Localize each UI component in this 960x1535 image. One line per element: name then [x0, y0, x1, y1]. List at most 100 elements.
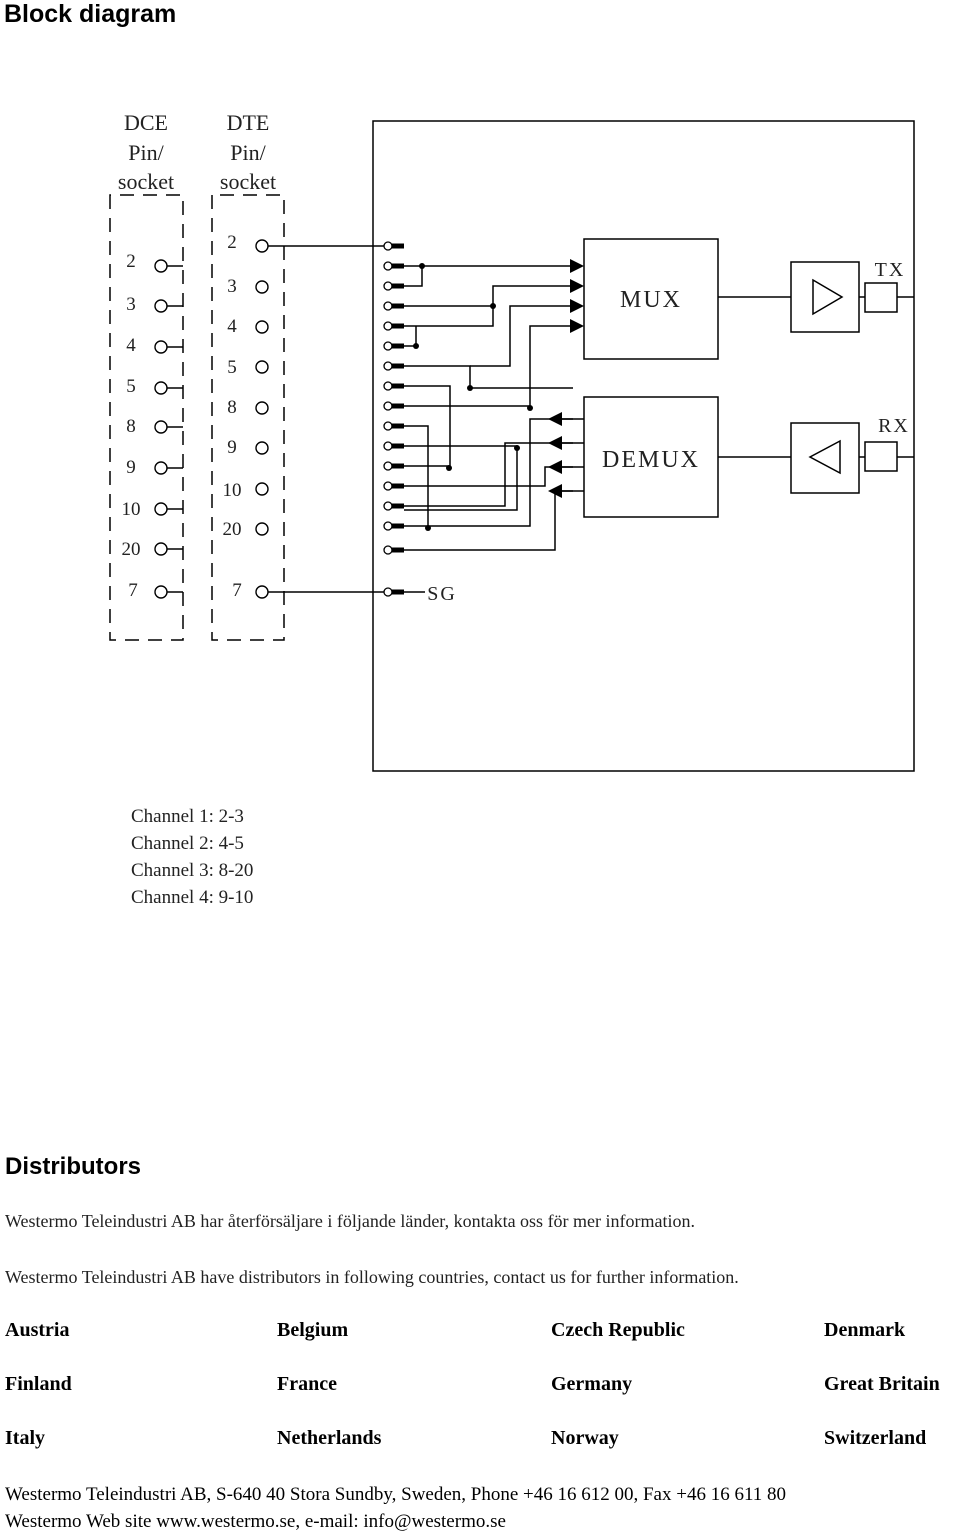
country-cell: Norway [551, 1427, 619, 1449]
junction-dot [527, 405, 533, 411]
terminal-tab [392, 243, 404, 249]
dte-pin-label: 8 [227, 397, 237, 418]
wire [404, 442, 573, 507]
mux-label: MUX [620, 287, 682, 313]
terminal-tab [392, 323, 404, 329]
wire [404, 325, 573, 407]
country-cell: Switzerland [824, 1427, 927, 1449]
country-cell: Finland [5, 1373, 72, 1395]
junction-dot [446, 465, 452, 471]
dce-pin-label: 2 [126, 251, 136, 272]
dce-pin-socket [154, 340, 168, 354]
company-footer: Westermo Teleindustri AB, S-640 40 Stora… [5, 1481, 786, 1535]
dce-pin-label: 3 [126, 294, 136, 315]
dte-pin-socket [255, 320, 269, 334]
wire [404, 425, 429, 528]
terminal-contact [383, 521, 393, 531]
tx-port [864, 282, 898, 313]
channel-line: Channel 4: 9-10 [131, 887, 254, 908]
dce-pin-label: 8 [126, 416, 136, 437]
dte-pin-socket [255, 441, 269, 455]
wire [404, 466, 573, 487]
terminal-tab [392, 343, 404, 349]
terminal-contact [383, 587, 393, 597]
country-cell: France [277, 1373, 337, 1395]
country-table: Austria Belgium Czech Republic Denmark F… [5, 1319, 960, 1481]
wire [404, 490, 573, 551]
terminal-tab [392, 423, 404, 429]
rx-amplifier-icon [808, 439, 841, 475]
terminal-contact [383, 501, 393, 511]
terminal-contact [383, 281, 393, 291]
terminal-contact [383, 301, 393, 311]
rx-label: RX [878, 415, 910, 437]
rx-driver-box [790, 422, 860, 494]
channel-line: Channel 3: 8-20 [131, 860, 254, 881]
terminal-contact [383, 401, 393, 411]
wire [470, 305, 573, 367]
dce-pin-socket [154, 502, 168, 516]
terminal-tab [392, 443, 404, 449]
distributors-text-swedish: Westermo Teleindustri AB har återförsälj… [5, 1211, 696, 1231]
terminal-tab [392, 383, 404, 389]
dte-header-line-2: Pin/ [230, 140, 266, 165]
junction-dot [490, 303, 496, 309]
tx-driver-box [790, 261, 860, 333]
terminal-contact [383, 381, 393, 391]
terminal-tab [392, 283, 404, 289]
dce-pin-socket [154, 299, 168, 313]
dce-header-line-1: DCE [124, 110, 168, 135]
terminal-tab [392, 589, 404, 595]
tx-amplifier-icon [812, 278, 844, 316]
modem-enclosure [372, 120, 915, 772]
dce-pin-label: 9 [126, 457, 136, 478]
junction-dot [425, 525, 431, 531]
dce-pin-label: 20 [122, 539, 141, 560]
demux-label: DEMUX [602, 447, 700, 473]
terminal-contact [383, 341, 393, 351]
dce-connector-outline [109, 194, 184, 641]
dte-header-line-1: DTE [227, 110, 270, 135]
dte-pin-label: 10 [223, 480, 242, 501]
wire [404, 326, 417, 347]
mux-box [583, 238, 719, 360]
dce-pin-label: 7 [128, 580, 138, 601]
mux-input-arrow [570, 319, 584, 333]
footer-web-contact: Westermo Web site www.westermo.se, e-mai… [5, 1511, 506, 1532]
country-cell: Denmark [824, 1319, 906, 1341]
dce-pin-label: 4 [126, 335, 136, 356]
terminal-contact [383, 421, 393, 431]
country-cell: Great Britain [824, 1373, 940, 1395]
dte-pin-label: 20 [223, 519, 242, 540]
block-diagram: DCE Pin/ socket DTE Pin/ socket 2 3 4 5 … [109, 110, 915, 772]
dce-pin-socket [154, 259, 168, 273]
dte-header-line-3: socket [220, 169, 276, 194]
dte-pin-socket [255, 522, 269, 536]
demux-output-arrow [548, 412, 562, 426]
dte-pin-label: 7 [232, 580, 242, 601]
terminal-contact [383, 461, 393, 471]
country-row: Austria Belgium Czech Republic Denmark [5, 1319, 960, 1373]
terminal-tab [392, 403, 404, 409]
dte-pin-label: 9 [227, 437, 237, 458]
country-cell: Czech Republic [551, 1319, 685, 1341]
channel-line: Channel 2: 4-5 [131, 833, 244, 854]
rx-port [864, 441, 898, 472]
dte-pin-socket [255, 401, 269, 415]
terminal-tab [392, 303, 404, 309]
wire [404, 285, 573, 307]
wire [404, 365, 573, 389]
dte-connector-outline [211, 194, 285, 641]
terminal-tab [392, 463, 404, 469]
dce-pin-socket [154, 420, 168, 434]
dce-pin-label: 5 [126, 376, 136, 397]
terminal-tab [392, 483, 404, 489]
dte-pin-label: 2 [227, 232, 237, 253]
country-cell: Austria [5, 1319, 70, 1341]
demux-output-arrow [548, 484, 562, 498]
wire [404, 385, 451, 468]
mux-input-arrow [570, 259, 584, 273]
footer-address: Westermo Teleindustri AB, S-640 40 Stora… [5, 1484, 787, 1505]
country-cell: Germany [551, 1373, 633, 1395]
country-row: Italy Netherlands Norway Switzerland [5, 1427, 960, 1481]
